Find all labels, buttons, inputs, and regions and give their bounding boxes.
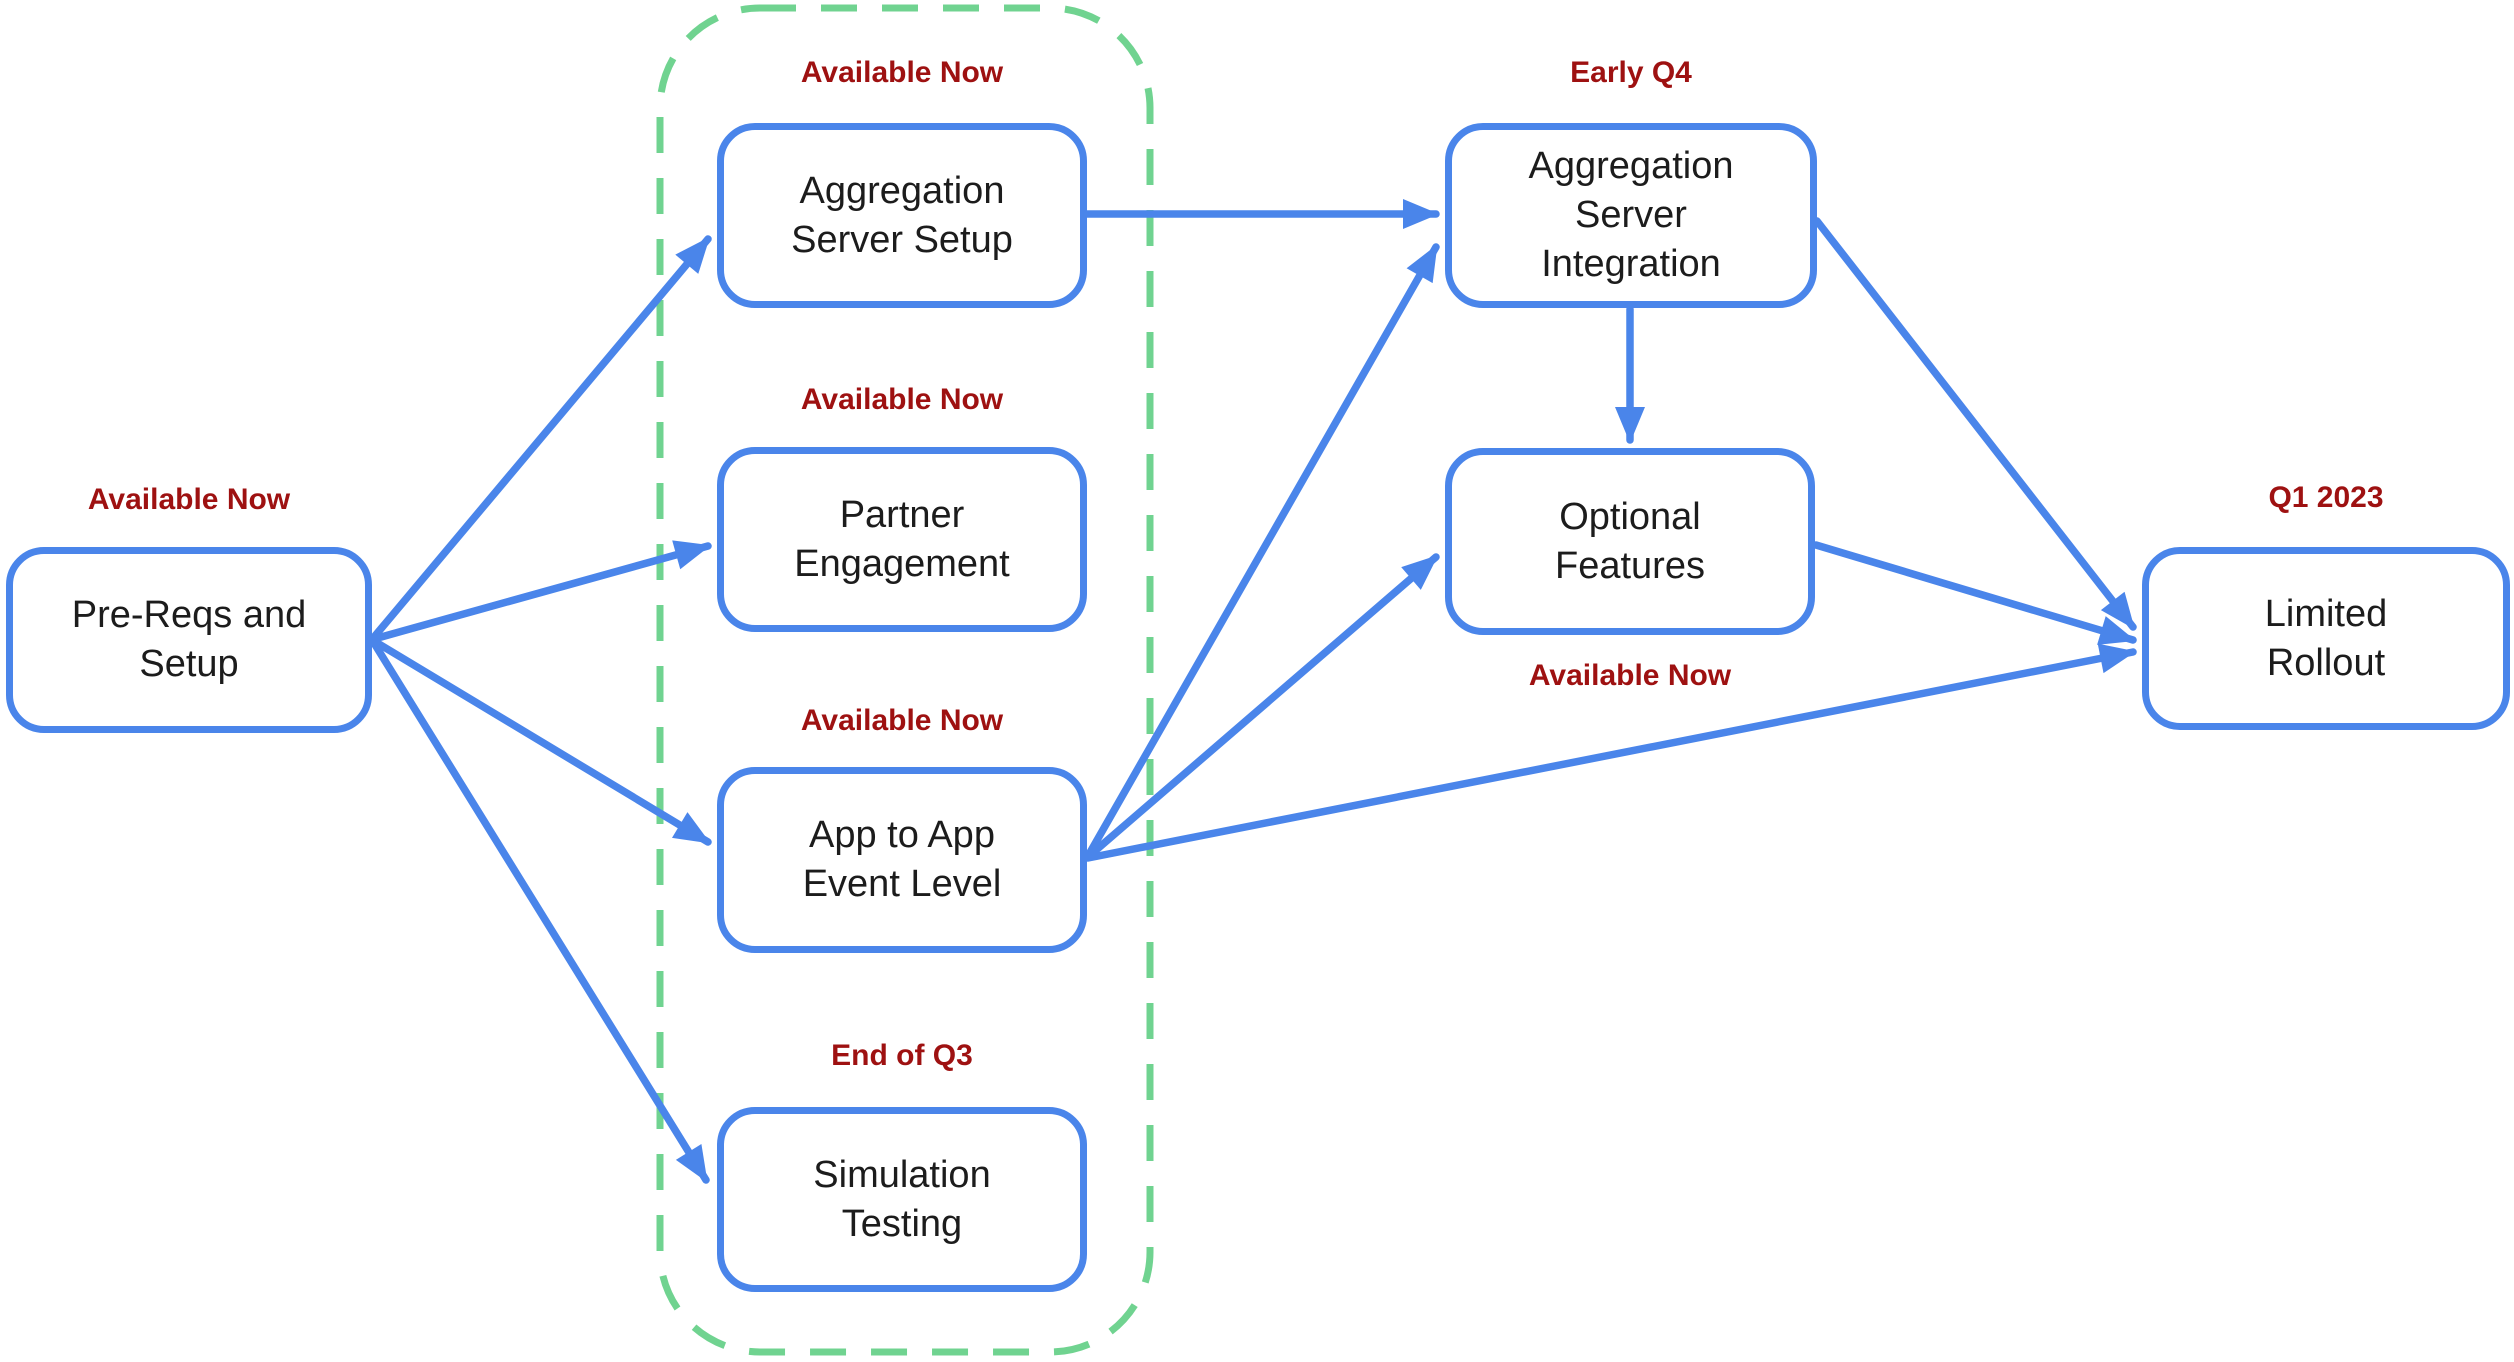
edge-app-to-app-to-agg-integration bbox=[1084, 243, 1440, 860]
edge-optional-to-rollout bbox=[1812, 541, 2137, 645]
edge-prereqs-to-partner bbox=[370, 540, 712, 643]
node-label: Pre-Reqs and Setup bbox=[71, 594, 307, 685]
status-label-agg-setup: Available Now bbox=[800, 56, 1004, 89]
node-aggregation-server-integration: Aggregation Server Integration bbox=[1445, 123, 1817, 308]
node-partner-engagement: Partner Engagement bbox=[717, 447, 1087, 632]
node-label: Partner Engagement bbox=[794, 493, 1010, 585]
node-pre-reqs-and-setup: Pre-Reqs and Setup bbox=[6, 547, 372, 733]
edge-app-to-app-to-rollout bbox=[1084, 643, 2137, 862]
status-label-rollout: Q1 2023 bbox=[2268, 481, 2384, 514]
node-label: Simulation Testing bbox=[813, 1153, 991, 1245]
node-app-to-app-event-level: App to App Event Level bbox=[717, 767, 1087, 953]
node-simulation-testing: Simulation Testing bbox=[717, 1107, 1087, 1292]
group-dashed-container bbox=[656, 4, 1154, 1356]
node-label: Optional Features bbox=[1555, 495, 1705, 587]
node-label: Limited Rollout bbox=[2264, 592, 2388, 684]
node-label: App to App Event Level bbox=[802, 814, 1002, 905]
status-label-optional: Available Now bbox=[1528, 659, 1732, 692]
node-label: Aggregation Server Integration bbox=[1528, 145, 1734, 285]
node-limited-rollout: Limited Rollout bbox=[2142, 547, 2510, 730]
status-label-app-to-app: Available Now bbox=[800, 704, 1004, 737]
node-label: Aggregation Server Setup bbox=[791, 169, 1013, 261]
status-label-agg-integration: Early Q4 bbox=[1570, 56, 1692, 89]
status-label-partner: Available Now bbox=[800, 383, 1004, 416]
node-optional-features: Optional Features bbox=[1445, 448, 1815, 635]
edge-app-to-app-to-optional bbox=[1084, 553, 1440, 861]
node-aggregation-server-setup: Aggregation Server Setup bbox=[717, 123, 1087, 308]
edge-agg-integration-to-rollout bbox=[1813, 217, 2137, 631]
edge-prereqs-to-app-to-app bbox=[370, 637, 712, 846]
edge-prereqs-to-simulation bbox=[370, 639, 710, 1184]
edge-prereqs-to-agg-setup bbox=[370, 235, 712, 641]
status-label-prereqs: Available Now bbox=[87, 483, 291, 516]
status-label-simulation: End of Q3 bbox=[831, 1039, 973, 1072]
